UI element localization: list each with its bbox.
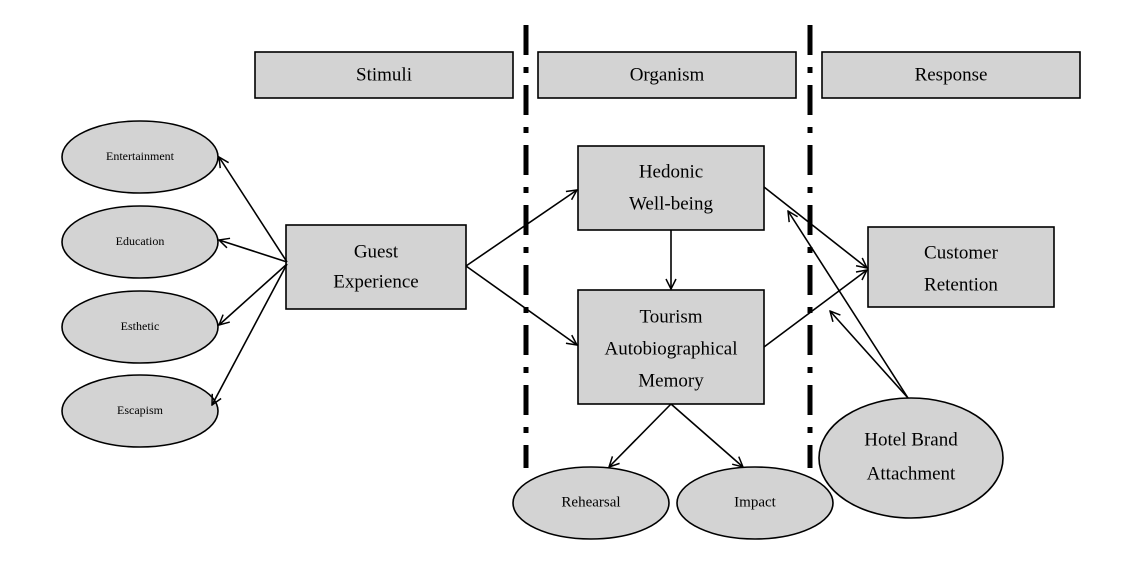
arrow-tourism-to-rehearsal bbox=[609, 403, 672, 467]
arrow-hedonic-to-retention bbox=[763, 186, 867, 268]
rehearsal-node: Rehearsal bbox=[512, 466, 670, 540]
tourism-memory-node: Tourism Autobiographical Memory bbox=[577, 289, 765, 405]
arrow-guest-to-escapism bbox=[212, 263, 288, 405]
customer-retention-label-line2: Retention bbox=[924, 274, 998, 295]
rehearsal-label: Rehearsal bbox=[561, 494, 620, 510]
response-header-label: Response bbox=[915, 64, 988, 85]
arrow-tourism-to-retention bbox=[763, 270, 867, 348]
arrow-guest-to-entertainment bbox=[219, 157, 288, 263]
hotel-brand-attachment-label-line1: Hotel Brand bbox=[864, 429, 958, 450]
entertainment-label: Entertainment bbox=[106, 149, 175, 163]
hedonic-wellbeing-label-line2: Well-being bbox=[629, 193, 713, 214]
stimuli-header-label: Stimuli bbox=[356, 64, 412, 85]
stimuli-header: Stimuli bbox=[254, 51, 514, 99]
response-header: Response bbox=[821, 51, 1081, 99]
impact-label: Impact bbox=[734, 494, 776, 510]
arrow-guest-to-esthetic bbox=[219, 263, 288, 325]
education-node: Education bbox=[61, 205, 219, 279]
esthetic-label: Esthetic bbox=[121, 319, 160, 333]
hotel-brand-attachment-node: Hotel Brand Attachment bbox=[818, 397, 1004, 519]
hedonic-wellbeing-node: Hedonic Well-being bbox=[577, 145, 765, 231]
impact-node: Impact bbox=[676, 466, 834, 540]
guest-experience-label-line2: Experience bbox=[333, 271, 418, 292]
arrow-guest-to-tourism bbox=[465, 265, 577, 345]
organism-header-label: Organism bbox=[630, 64, 705, 85]
hotel-brand-attachment-label-line2: Attachment bbox=[867, 463, 956, 484]
tourism-memory-label-line3: Memory bbox=[638, 370, 704, 391]
escapism-label: Escapism bbox=[117, 403, 164, 417]
entertainment-node: Entertainment bbox=[61, 120, 219, 194]
organism-header: Organism bbox=[537, 51, 797, 99]
esthetic-node: Esthetic bbox=[61, 290, 219, 364]
guest-experience-label-line1: Guest bbox=[354, 241, 399, 262]
tourism-memory-label-line2: Autobiographical bbox=[605, 338, 738, 359]
guest-experience-node: Guest Experience bbox=[285, 224, 467, 310]
education-label: Education bbox=[116, 234, 165, 248]
arrow-attachment-to-hedonic bbox=[788, 211, 909, 399]
customer-retention-node: Customer Retention bbox=[867, 226, 1055, 308]
tourism-memory-label-line1: Tourism bbox=[639, 306, 702, 327]
arrow-tourism-to-impact bbox=[670, 403, 743, 467]
arrow-attachment-to-tourism bbox=[830, 311, 909, 399]
arrow-guest-to-education bbox=[219, 240, 288, 263]
arrow-guest-to-hedonic bbox=[465, 190, 577, 267]
escapism-node: Escapism bbox=[61, 374, 219, 448]
hedonic-wellbeing-label-line1: Hedonic bbox=[639, 161, 703, 182]
customer-retention-label-line1: Customer bbox=[924, 242, 999, 263]
